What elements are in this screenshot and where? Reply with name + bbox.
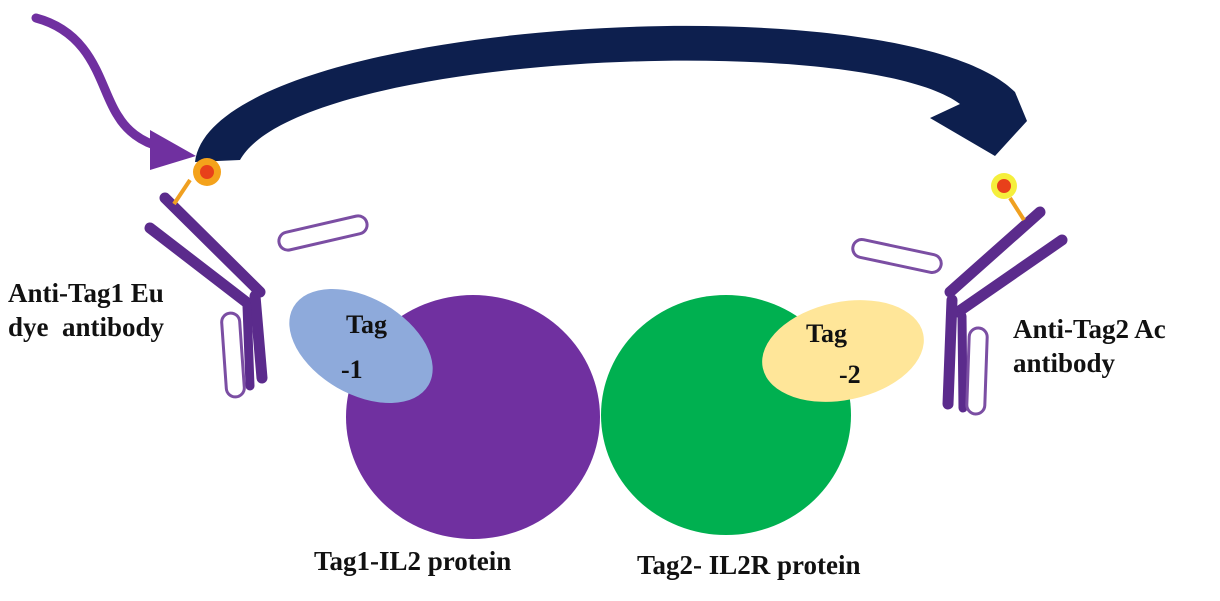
tag2-ellipse [762,300,924,402]
tag1-marker: Tag -1 [289,289,433,403]
right-antibody-heavy-chain-lower [952,234,1068,318]
left-protein-label: Tag1-IL2 protein [314,546,512,576]
left-antibody-label-line2: dye antibody [8,312,165,342]
ac-dye-inner [997,179,1011,193]
excitation-arrow [31,13,196,170]
excitation-arrow-shaft [31,13,173,153]
right-antibody-label: Anti-Tag2 Ac antibody [1013,312,1166,380]
tag2-label-line1: Tag [806,319,847,348]
left-antibody-stem-front [249,290,268,384]
fret-transfer-arrow [195,25,1027,162]
right-antibody [851,173,1068,416]
tag2-marker: Tag -2 [762,300,924,402]
right-dye-linker [1008,196,1026,222]
right-antibody-heavy-chain-upper [944,206,1046,298]
right-antibody-stem-back [957,311,968,413]
left-antibody-stem-back [242,301,255,391]
eu-dye-inner [200,165,214,179]
right-protein-label: Tag2- IL2R protein [637,550,861,580]
left-antibody-light-chain-upper [277,214,369,252]
left-antibody-label-line1: Anti-Tag1 Eu [8,278,164,308]
right-antibody-light-chain-lower [965,326,989,416]
left-antibody-heavy-chain-lower [144,222,256,311]
tag1-label-line1: Tag [346,310,387,339]
right-antibody-label-line2: antibody [1013,348,1116,378]
left-antibody-label: Anti-Tag1 Eu dye antibody [8,276,164,344]
right-antibody-light-chain-upper [851,238,943,274]
tag1-ellipse [289,289,433,403]
left-antibody [144,158,369,399]
left-dye-linker [172,178,192,206]
right-antibody-label-line1: Anti-Tag2 Ac [1013,314,1166,344]
tag1-label-line2: -1 [341,355,363,384]
excitation-arrow-head [150,130,196,170]
left-antibody-heavy-chain-upper [159,192,266,298]
tag2-label-line2: -2 [839,360,861,389]
fret-arrow-body [195,25,1027,162]
right-antibody-stem-front [942,294,958,410]
left-antibody-light-chain-lower [220,311,246,399]
